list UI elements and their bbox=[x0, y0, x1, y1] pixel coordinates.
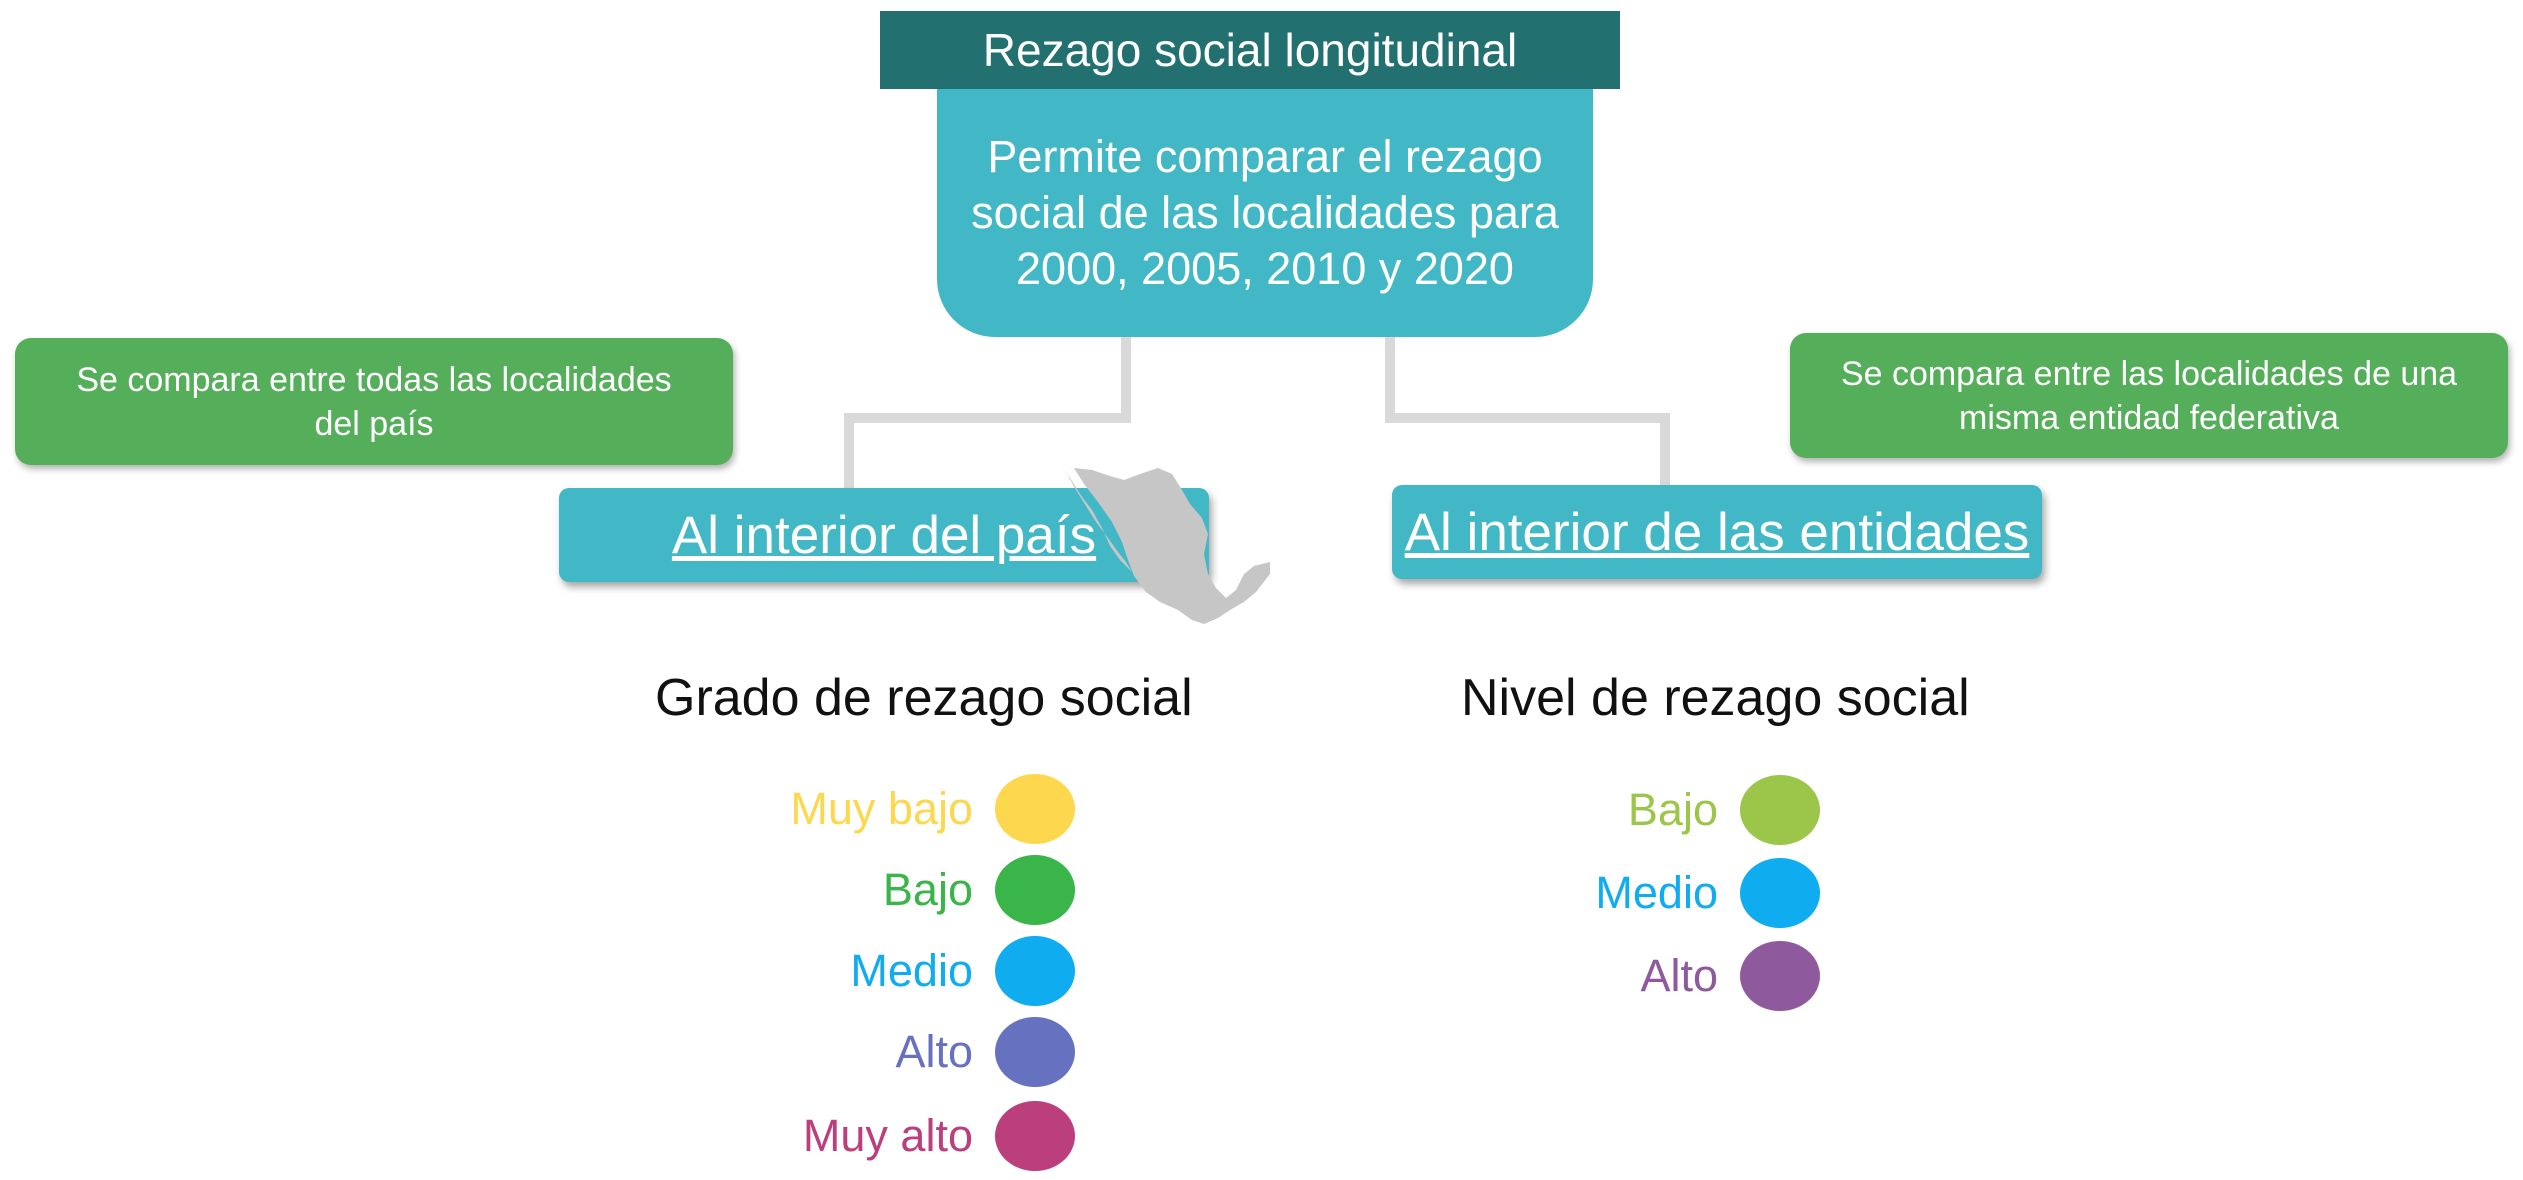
legend-dot-icon bbox=[1740, 774, 1820, 845]
legend-item: Medio bbox=[1500, 851, 1820, 934]
legend-dot-icon bbox=[995, 773, 1075, 844]
legend-label: Medio bbox=[850, 944, 973, 996]
description-line: social de las localidades para bbox=[971, 187, 1559, 238]
mexico-map-icon bbox=[1060, 466, 1270, 624]
legend-label: Alto bbox=[1640, 949, 1718, 1001]
scope-states-label[interactable]: Al interior de las entidades bbox=[1404, 502, 2030, 562]
legend-label: Muy bajo bbox=[790, 782, 973, 834]
legend-label: Alto bbox=[895, 1025, 973, 1077]
connector-left-vertical-bottom bbox=[844, 413, 854, 488]
connector-right-vertical-bottom bbox=[1660, 413, 1670, 485]
legend-dot-icon bbox=[995, 935, 1075, 1006]
connector-right-horizontal bbox=[1385, 413, 1670, 423]
scope-states-link[interactable]: Al interior de las entidades bbox=[1392, 485, 2042, 579]
note-states: Se compara entre las localidades de una … bbox=[1790, 333, 2508, 458]
description-line: 2000, 2005, 2010 y 2020 bbox=[1016, 243, 1514, 294]
description-box: Permite comparar el rezago social de las… bbox=[937, 89, 1593, 337]
legend-dot-icon bbox=[1740, 940, 1820, 1011]
connector-left-vertical-top bbox=[1121, 337, 1131, 423]
legend-item: Medio bbox=[740, 930, 1075, 1011]
diagram-title: Rezago social longitudinal bbox=[880, 11, 1620, 89]
legend-label: Medio bbox=[1595, 866, 1718, 918]
note-line: Se compara entre todas las localidades bbox=[76, 360, 672, 399]
legend-item: Alto bbox=[740, 1011, 1075, 1092]
legend-nivel: Bajo Medio Alto bbox=[1500, 768, 1820, 1017]
legend-dot-icon bbox=[995, 1101, 1075, 1171]
legend-label: Bajo bbox=[882, 863, 973, 915]
legend-item: Bajo bbox=[1500, 768, 1820, 851]
legend-item: Muy alto bbox=[740, 1092, 1075, 1180]
description-line: Permite comparar el rezago bbox=[987, 131, 1543, 182]
legend-dot-icon bbox=[1740, 857, 1820, 928]
legend-item: Bajo bbox=[740, 849, 1075, 930]
legend-label: Bajo bbox=[1627, 783, 1718, 835]
note-line: misma entidad federativa bbox=[1959, 398, 2339, 437]
connector-right-vertical-top bbox=[1385, 337, 1395, 423]
note-line: del país bbox=[314, 404, 434, 443]
legend-item: Alto bbox=[1500, 934, 1820, 1017]
legend-grado: Muy bajo Bajo Medio Alto Muy alto bbox=[740, 768, 1075, 1180]
note-country: Se compara entre todas las localidades d… bbox=[15, 338, 733, 465]
legend-item: Muy bajo bbox=[740, 768, 1075, 849]
connector-left-horizontal bbox=[844, 413, 1131, 423]
legend-dot-icon bbox=[995, 1016, 1075, 1087]
legend-label: Muy alto bbox=[802, 1110, 973, 1161]
legend-dot-icon bbox=[995, 854, 1075, 925]
scope-country-label[interactable]: Al interior del país bbox=[671, 505, 1097, 565]
heading-grado: Grado de rezago social bbox=[655, 669, 1193, 727]
note-line: Se compara entre las localidades de una bbox=[1840, 354, 2458, 393]
heading-nivel: Nivel de rezago social bbox=[1461, 669, 1970, 727]
